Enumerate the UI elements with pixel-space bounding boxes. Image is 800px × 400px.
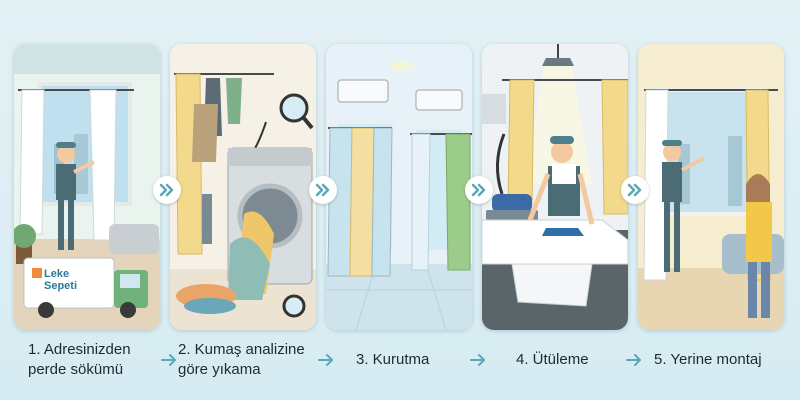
arrow-right-icon xyxy=(161,354,176,366)
step-2-caption: 2. Kumaş analizine göre yıkama xyxy=(178,340,305,380)
double-chevron-right-icon xyxy=(315,183,330,197)
step-1-caption: 1. Adresinizden perde sökümü xyxy=(28,340,131,380)
step-3-caption: 3. Kurutma xyxy=(356,350,429,370)
arrow-right-icon xyxy=(626,354,641,366)
step-2-caption-line1: 2. Kumaş analizine xyxy=(178,341,305,358)
step-2-illustration xyxy=(170,44,316,330)
step-connector-2 xyxy=(309,176,337,204)
step-1-caption-line1: 1. Adresinizden xyxy=(28,341,131,358)
step-5-caption-line1: 5. Yerine montaj xyxy=(654,351,762,368)
step-5-illustration xyxy=(638,44,784,330)
van-logo: Leke Sepeti xyxy=(44,268,77,292)
step-3-illustration xyxy=(326,44,472,330)
step-connector-1 xyxy=(153,176,181,204)
step-5-caption: 5. Yerine montaj xyxy=(654,350,762,370)
double-chevron-right-icon xyxy=(159,183,174,197)
double-chevron-right-icon xyxy=(627,183,642,197)
van-logo-line2: Sepeti xyxy=(44,280,78,292)
double-chevron-right-icon xyxy=(471,183,486,197)
step-1-illustration: Leke Sepeti xyxy=(14,44,160,330)
step-1-caption-line2: perde sökümü xyxy=(28,361,124,378)
step-3-caption-line1: 3. Kurutma xyxy=(356,351,430,368)
arrow-right-icon xyxy=(470,354,485,366)
step-connector-3 xyxy=(465,176,493,204)
arrow-right-icon xyxy=(318,354,333,366)
step-2-caption-line2: göre yıkama xyxy=(178,361,261,378)
step-connector-4 xyxy=(621,176,649,204)
van-logo-line1: Leke xyxy=(44,268,70,280)
step-4-caption: 4. Ütüleme xyxy=(516,350,589,370)
step-4-caption-line1: 4. Ütüleme xyxy=(516,351,589,368)
step-4-illustration xyxy=(482,44,628,330)
